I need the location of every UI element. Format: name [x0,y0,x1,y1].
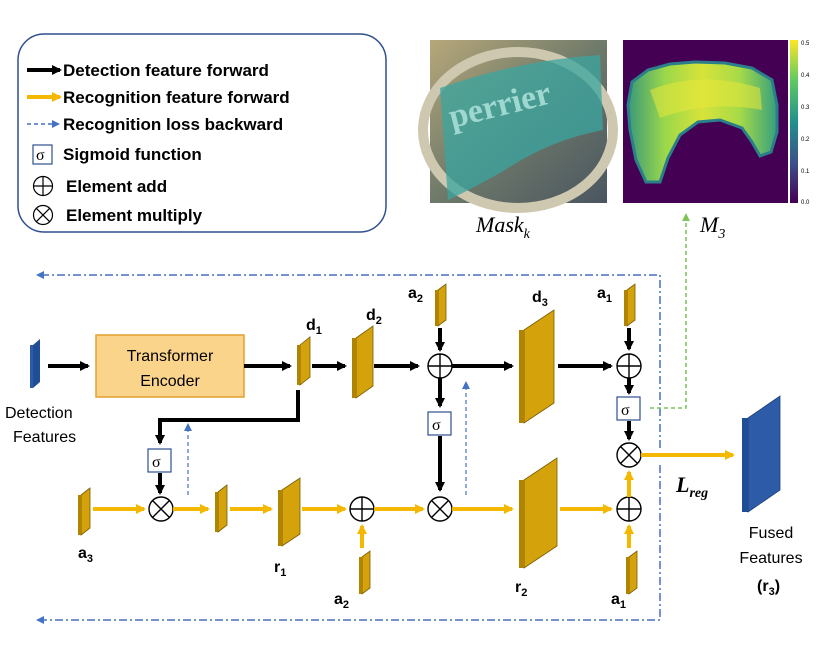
legend-multiply-icon [32,204,54,226]
label-a2-bottom: a2 [334,591,349,611]
fused-features-label-3: (r3) [757,578,780,598]
label-d1: d1 [306,317,322,337]
sigmoid-icon [147,448,172,473]
legend-recognition-label: Recognition feature forward [63,88,290,107]
label-r1: r1 [274,559,286,579]
fused-features-block [742,395,781,513]
arrow-d1-to-sigmoid [155,390,300,445]
feature-block-a3 [78,487,91,536]
feature-block-d1 [297,336,311,386]
element-add-node [427,353,453,379]
transformer-encoder-block [95,334,245,398]
feature-block-d2 [352,325,374,399]
element-multiply-node [616,442,642,468]
colorbar-tick: 0.4 [801,73,810,79]
colorbar-tick: 0.1 [801,169,810,175]
m3-label: M3 [699,212,725,242]
legend-frame [17,33,387,233]
detection-features-block [30,339,40,388]
detection-features-label-2: Features [13,429,76,446]
label-a1-top: a1 [597,285,612,305]
colorbar-tick: 0.5 [801,41,810,47]
label-a2-top: a2 [408,285,423,305]
transformer-label-2: Encoder [140,373,200,390]
feature-block-r2 [519,457,558,569]
mask-image: perrier [418,40,618,213]
legend: Detection feature forward Recognition fe… [17,33,387,233]
legend-detection-label: Detection feature forward [63,61,269,80]
mask-label: Maskk [475,212,531,242]
label-d2: d2 [366,307,382,327]
legend-sigmoid-symbol: σ [36,147,45,164]
feature-block-d3 [519,309,555,424]
element-multiply-node [427,496,453,522]
colorbar-tick: 0.3 [801,105,810,111]
transformer-label-1: Transformer [127,348,214,365]
loss-backward-paths [36,271,661,624]
colorbar-tick: 0.0 [801,200,810,206]
feature-block-a1-top [624,283,636,327]
legend-sigmoid-icon [32,144,53,165]
sigmoid-icon [616,396,641,421]
feature-block-a2-top [435,283,447,327]
legend-add-label: Element add [66,177,167,196]
sigmoid-symbol: σ [432,417,441,434]
label-r2: r2 [515,579,527,599]
label-d3: d3 [532,289,548,309]
legend-sigmoid-label: Sigmoid function [63,145,202,164]
detection-features-label-1: Detection [5,405,73,422]
sigmoid-symbol: σ [621,402,630,419]
legend-multiply-label: Element multiply [66,206,203,225]
attention-map-arrow [650,213,690,409]
legend-backward-label: Recognition loss backward [63,115,283,134]
feature-block-a2-bottom [359,550,371,595]
fused-features-label-1: Fused [749,525,793,542]
fused-features-label-2: Features [739,550,802,567]
element-add-node [616,496,642,522]
element-multiply-node [148,496,174,522]
element-add-node [349,496,375,522]
feature-block-r1 [278,477,301,547]
sigmoid-icon [427,411,452,436]
m3-heatmap [623,40,788,203]
legend-add-icon [32,175,54,197]
colorbar: 0.5 0.4 0.3 0.2 0.1 0.0 [790,40,810,206]
label-a3: a3 [78,545,93,565]
feature-block-a1-bottom [626,550,638,595]
sigmoid-symbol: σ [152,454,161,471]
loss-label: Lreg [675,472,708,501]
feature-block-intermediate [215,484,228,533]
label-a1-bottom: a1 [611,591,626,611]
colorbar-tick: 0.2 [801,137,810,143]
element-add-node [616,353,642,379]
